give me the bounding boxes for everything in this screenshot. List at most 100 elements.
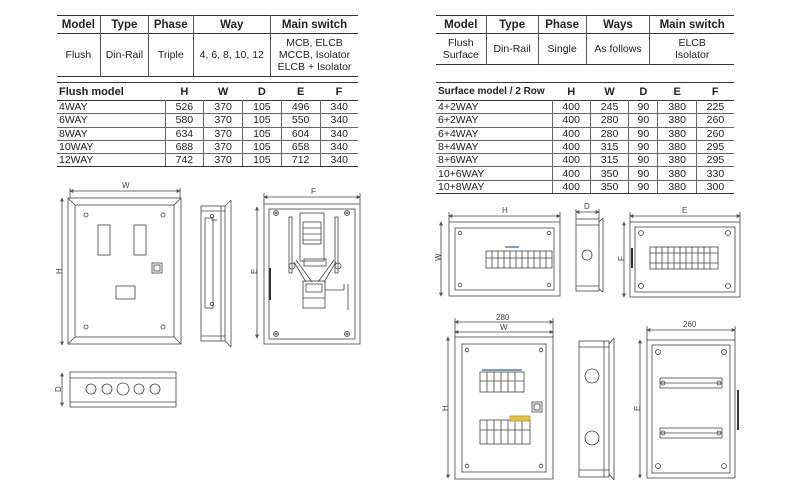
- cell: 295: [695, 140, 734, 155]
- cell: 90: [628, 140, 658, 155]
- cell: 340: [319, 153, 358, 168]
- header-type: Type: [485, 15, 539, 34]
- cell-way: 4, 6, 8, 10, 12: [192, 33, 271, 77]
- cell-type: Din-Rail: [485, 33, 539, 65]
- cell: 380: [657, 100, 697, 115]
- flush-front-drawing: [60, 188, 182, 346]
- cell: 380: [657, 113, 697, 128]
- cell: 350: [589, 180, 629, 195]
- dim-label-f: F: [617, 256, 626, 261]
- header-w: W: [217, 85, 229, 98]
- cell: 400: [551, 166, 591, 181]
- main-switch-line: ELCB: [678, 37, 706, 49]
- surface-side-large-drawing: [578, 337, 615, 481]
- dim-label-280: 280: [496, 313, 510, 322]
- cell: 105: [242, 140, 282, 155]
- cell: 105: [242, 153, 282, 168]
- model-line: Flush: [447, 37, 474, 49]
- cell: 10+8WAY: [436, 180, 552, 195]
- cell: 280: [589, 113, 629, 128]
- cell: 380: [657, 140, 697, 155]
- cell: 526: [164, 100, 204, 115]
- cell: 4+2WAY: [436, 100, 552, 115]
- cell: 580: [164, 113, 204, 128]
- cell: 225: [695, 100, 734, 115]
- cell: 8+6WAY: [436, 153, 552, 168]
- flush-spec-table: Model Type Phase Way Main switch Flush D…: [57, 15, 358, 77]
- cell-model: Flush: [65, 49, 92, 61]
- cell-type: Din-Rail: [99, 33, 149, 77]
- cell: 604: [280, 127, 320, 141]
- header-model: Model: [444, 18, 478, 31]
- surface-spec-row: Flush Surface Din-Rail Single As follows…: [436, 33, 734, 65]
- cell: 245: [589, 100, 629, 115]
- dim-label-d: D: [584, 202, 590, 211]
- cell: 90: [628, 113, 658, 128]
- surface-inner-small-drawing: [622, 212, 741, 298]
- flush-spec-row: Flush Din-Rail Triple 4, 6, 8, 10, 12 MC…: [57, 33, 358, 77]
- surface-spec-table: Model Type Phase Ways Main switch Flush …: [436, 15, 734, 65]
- cell: 370: [203, 113, 243, 128]
- cell: 10+6WAY: [436, 166, 552, 181]
- dim-label-e: E: [633, 406, 642, 411]
- cell: 6WAY: [57, 113, 165, 128]
- cell: 105: [242, 113, 282, 128]
- flush-inner-drawing: [255, 193, 361, 345]
- dim-label-h: H: [441, 405, 450, 411]
- cell: 315: [589, 140, 629, 155]
- header-flush-model: Flush model: [59, 85, 124, 98]
- header-e: E: [296, 85, 305, 98]
- header-f: F: [711, 85, 719, 98]
- header-main-switch: Main switch: [649, 15, 734, 34]
- cell: 380: [657, 180, 697, 195]
- cell: 4WAY: [57, 100, 165, 115]
- cell: 90: [628, 180, 658, 195]
- cell: 370: [203, 100, 243, 115]
- dim-label-h: H: [502, 206, 508, 215]
- cell: 340: [319, 140, 358, 155]
- cell: 380: [657, 127, 697, 141]
- cell: 280: [589, 127, 629, 141]
- surface-front-large-drawing: [446, 318, 554, 480]
- cell: 658: [280, 140, 320, 155]
- main-switch-line: Isolator: [674, 49, 710, 61]
- header-surface-model: Surface model / 2 Row: [438, 86, 545, 97]
- main-switch-line: ELCB + Isolator: [277, 61, 352, 73]
- cell-phase: Single: [537, 33, 587, 65]
- dim-label-h: H: [55, 268, 64, 274]
- cell: 350: [589, 166, 629, 181]
- cell: 496: [280, 100, 320, 115]
- cell: 315: [589, 153, 629, 168]
- cell: 8WAY: [57, 127, 165, 141]
- cell: 8+4WAY: [436, 140, 552, 155]
- cell: 10WAY: [57, 140, 165, 155]
- flush-dims-header: Flush model H W D E F: [57, 82, 358, 101]
- cell: 260: [695, 113, 734, 128]
- cell: 400: [551, 180, 591, 195]
- cell: 260: [695, 127, 734, 141]
- cell-model: Flush Surface: [436, 34, 486, 65]
- cell: 105: [242, 127, 282, 141]
- cell: 12WAY: [57, 153, 165, 168]
- cell: 742: [164, 153, 204, 168]
- cell: 300: [695, 180, 734, 195]
- header-e: E: [673, 85, 681, 98]
- cell: 370: [203, 153, 243, 168]
- cell: 712: [280, 153, 320, 168]
- header-phase: Phase: [537, 15, 587, 34]
- dim-label-d: D: [54, 386, 63, 392]
- cell: 90: [628, 100, 658, 115]
- cell: 340: [319, 127, 358, 141]
- header-ways: Ways: [585, 15, 650, 34]
